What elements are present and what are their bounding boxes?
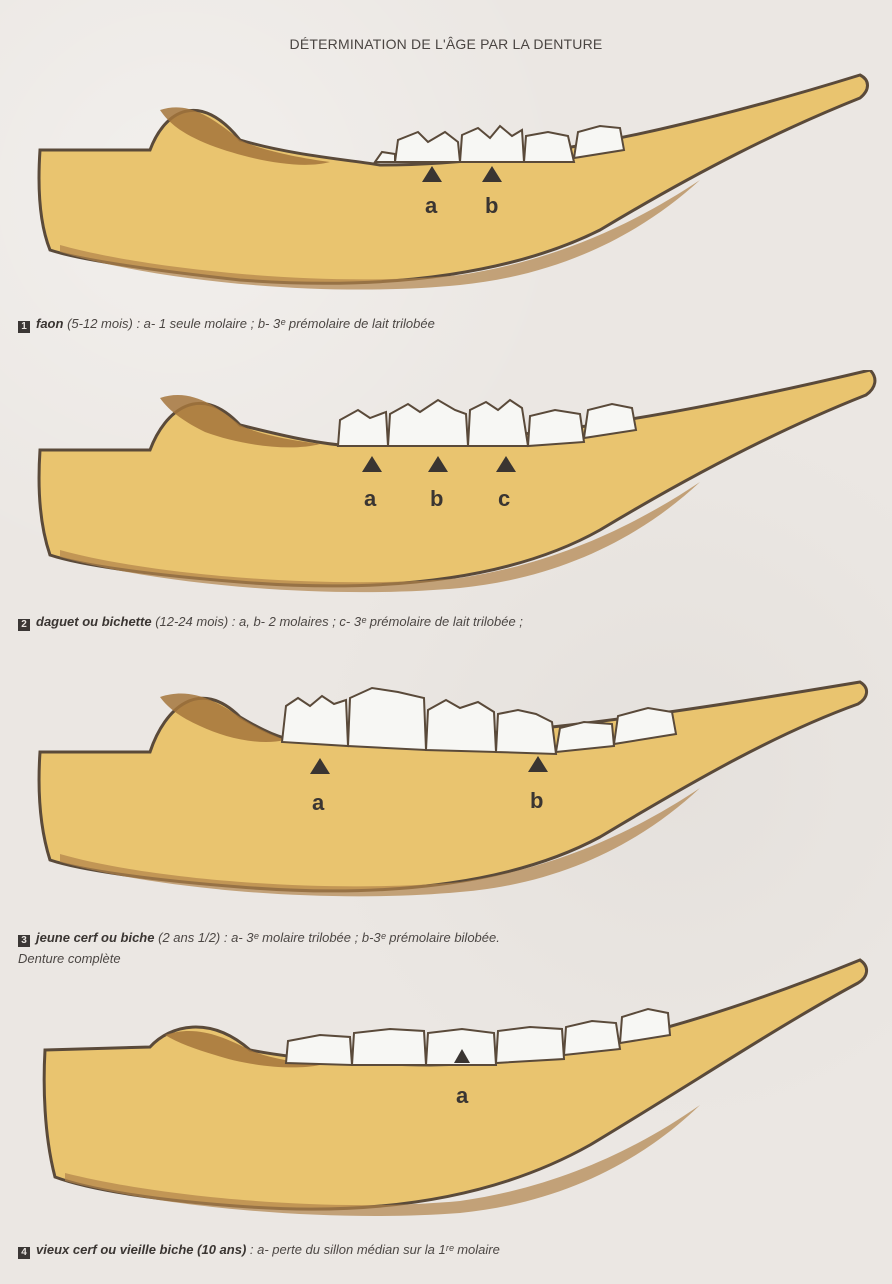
stage-description: : a- 3ᵉ molaire trilobée ; b-3ᵉ prémolai…	[220, 930, 500, 945]
tooth	[426, 700, 496, 752]
tooth	[395, 132, 460, 162]
marker-label-b: b	[430, 486, 443, 511]
panel-number-badge: 4	[18, 1247, 30, 1259]
marker-label-a: a	[364, 486, 377, 511]
tooth	[388, 400, 468, 446]
teeth	[375, 126, 624, 162]
jaw-diagram-3: a b	[0, 672, 892, 902]
tooth	[338, 410, 388, 446]
marker-label-b: b	[485, 193, 498, 218]
stage-name: daguet ou bichette	[36, 614, 152, 629]
stage-description: : a- 1 seule molaire ; b- 3ᵉ prémolaire …	[133, 316, 435, 331]
panel-number-badge: 1	[18, 321, 30, 333]
panel-number-badge: 2	[18, 619, 30, 631]
tooth	[348, 688, 426, 750]
marker-label-a: a	[425, 193, 438, 218]
tooth	[352, 1029, 426, 1065]
jaw-panel-1: a b	[0, 70, 892, 300]
jaw-diagram-2: a b c	[0, 370, 892, 600]
stage-description: : a- perte du sillon médian sur la 1ʳᵉ m…	[246, 1242, 500, 1257]
tooth	[282, 696, 348, 746]
stage-name: vieux cerf ou vieille biche	[36, 1242, 194, 1257]
stage-description: : a, b- 2 molaires ; c- 3ᵉ prémolaire de…	[228, 614, 523, 629]
tooth	[556, 722, 614, 752]
tooth	[564, 1021, 620, 1055]
marker-label-a: a	[456, 1083, 469, 1108]
tooth	[496, 1027, 564, 1063]
tooth	[496, 710, 556, 754]
stage-age: (2 ans 1/2)	[158, 930, 220, 945]
caption-1: 1 faon (5-12 mois) : a- 1 seule molaire ;…	[18, 316, 435, 333]
jaw-diagram-4: a	[0, 955, 892, 1245]
jaw-diagram-1: a b	[0, 70, 892, 300]
tooth	[460, 126, 524, 162]
marker-label-b: b	[530, 788, 543, 813]
caption-2: 2 daguet ou bichette (12-24 mois) : a, b-…	[18, 614, 523, 631]
marker-label-c: c	[498, 486, 510, 511]
jaw-panel-2: a b c	[0, 370, 892, 600]
jaw-bone	[39, 75, 867, 283]
jaw-panel-3: a b	[0, 672, 892, 902]
stage-age: (10 ans)	[197, 1242, 246, 1257]
stage-name: faon	[36, 316, 63, 331]
stage-age: (5-12 mois)	[67, 316, 133, 331]
marker-label-a: a	[312, 790, 325, 815]
page-title: DÉTERMINATION DE L'ÂGE PAR LA DENTURE	[0, 36, 892, 52]
caption-4: 4 vieux cerf ou vieille biche (10 ans) : …	[18, 1242, 500, 1259]
tooth	[468, 400, 528, 446]
panel-number-badge: 3	[18, 935, 30, 947]
jaw-panel-4: a	[0, 955, 892, 1245]
teeth	[282, 688, 676, 754]
tooth	[375, 152, 395, 162]
tooth	[286, 1035, 352, 1065]
tooth	[528, 410, 584, 446]
stage-age: (12-24 mois)	[155, 614, 228, 629]
stage-name: jeune cerf ou biche	[36, 930, 154, 945]
tooth	[524, 132, 574, 162]
